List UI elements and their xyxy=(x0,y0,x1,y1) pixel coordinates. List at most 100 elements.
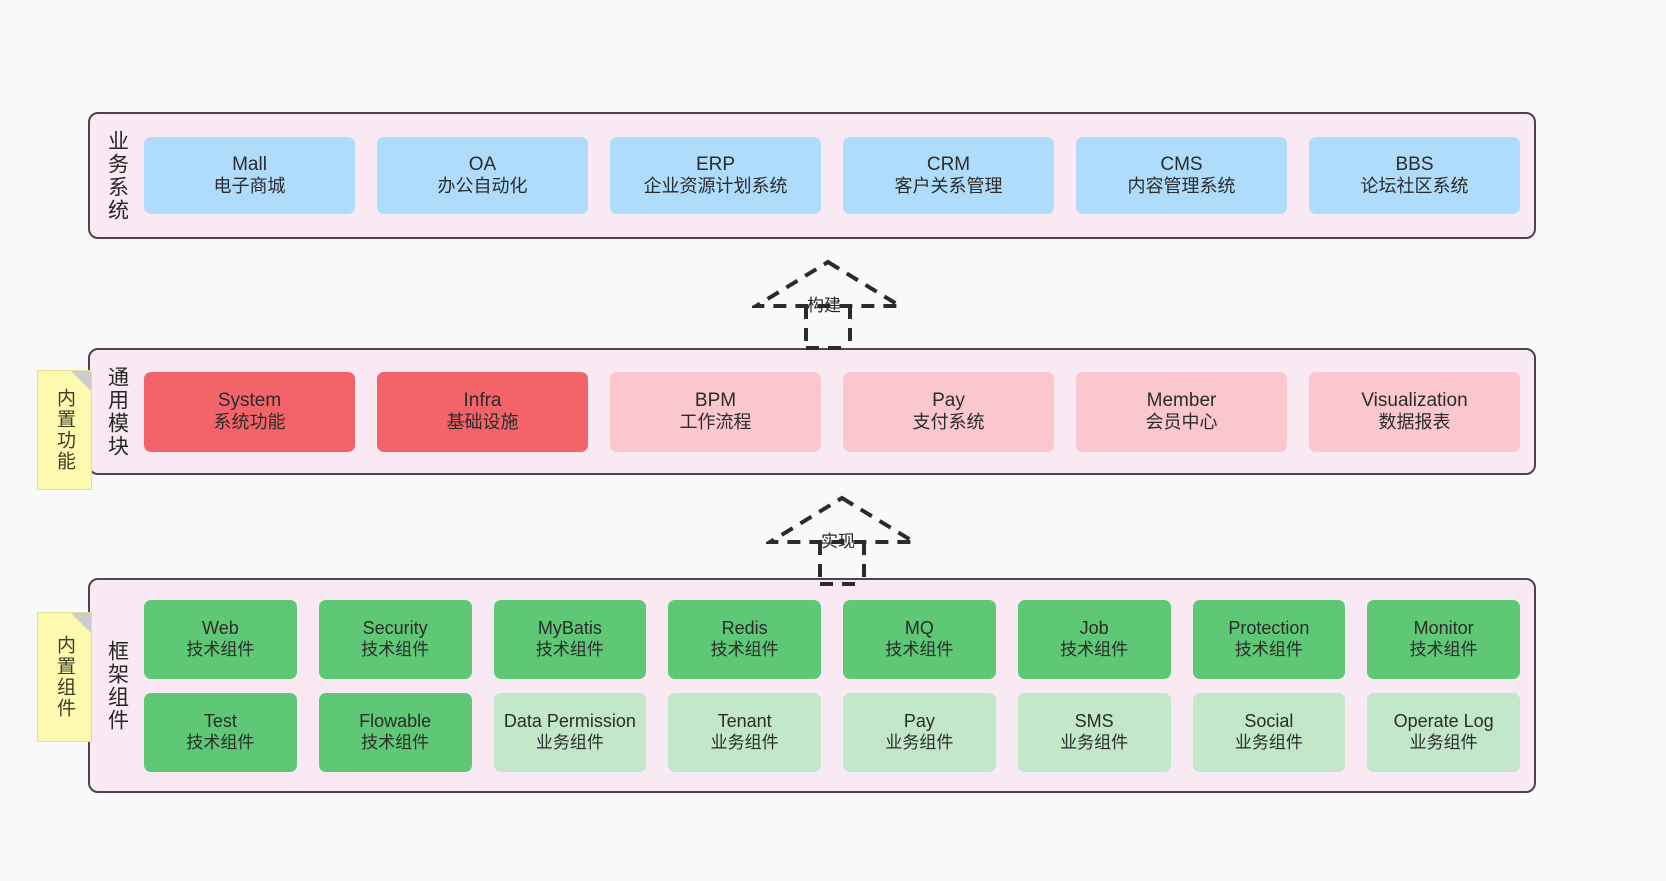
card-mybatis[interactable]: MyBatis 技术组件 xyxy=(493,599,647,679)
layer-body-business-system: Mall 电子商城 OA 办公自动化 ERP 企业资源计划系统 CRM 客户关系… xyxy=(138,114,1534,237)
layer-body-common-module: System 系统功能 Infra 基础设施 BPM 工作流程 Pay 支付系统… xyxy=(138,350,1534,473)
card-pay-business[interactable]: Pay 业务组件 xyxy=(843,692,996,772)
card-protection[interactable]: Protection 技术组件 xyxy=(1192,599,1346,679)
card-subtitle: 支付系统 xyxy=(912,412,985,433)
card-bpm[interactable]: BPM 工作流程 xyxy=(610,371,821,452)
card-subtitle: 内容管理系统 xyxy=(1127,176,1236,197)
card-title: Protection xyxy=(1228,618,1310,639)
card-crm[interactable]: CRM 客户关系管理 xyxy=(843,137,1054,214)
card-subtitle: 办公自动化 xyxy=(437,176,528,197)
card-title: Tenant xyxy=(717,711,772,732)
layer-title-framework-component: 框架组件 xyxy=(105,639,129,732)
card-row: Web 技术组件 Security 技术组件 MyBatis 技术组件 Redi… xyxy=(144,599,1520,679)
connector-stem-icon xyxy=(818,542,866,586)
card-subtitle: 业务组件 xyxy=(1060,732,1129,752)
card-subtitle: 业务组件 xyxy=(710,732,779,752)
card-redis[interactable]: Redis 技术组件 xyxy=(668,599,821,679)
card-subtitle: 技术组件 xyxy=(710,639,779,659)
card-title: CMS xyxy=(1160,153,1203,175)
card-subtitle: 技术组件 xyxy=(1234,639,1303,659)
layer-business-system: 业务系统 Mall 电子商城 OA 办公自动化 ERP 企业资源计划系统 CRM… xyxy=(88,112,1536,239)
card-visualization[interactable]: Visualization 数据报表 xyxy=(1309,371,1520,452)
card-subtitle: 技术组件 xyxy=(1409,639,1478,659)
note-builtin-feature: 内置功能 xyxy=(37,370,92,490)
card-bbs[interactable]: BBS 论坛社区系统 xyxy=(1309,137,1520,214)
card-title: Pay xyxy=(903,711,935,732)
card-social[interactable]: Social 业务组件 xyxy=(1192,692,1346,772)
layer-title-business-system: 业务系统 xyxy=(105,129,129,222)
connector-stem-icon xyxy=(804,306,852,350)
card-title: SMS xyxy=(1074,711,1114,732)
card-title: Data Permission xyxy=(503,711,636,732)
card-title: Test xyxy=(203,711,237,732)
card-operate-log[interactable]: Operate Log 业务组件 xyxy=(1367,692,1520,772)
card-subtitle: 数据报表 xyxy=(1378,412,1451,433)
card-sms[interactable]: SMS 业务组件 xyxy=(1017,692,1171,772)
card-title: Member xyxy=(1146,389,1217,411)
card-system[interactable]: System 系统功能 xyxy=(144,371,355,452)
card-title: BPM xyxy=(694,389,737,411)
card-erp[interactable]: ERP 企业资源计划系统 xyxy=(610,137,821,214)
card-infra[interactable]: Infra 基础设施 xyxy=(377,371,588,452)
card-subtitle: 基础设施 xyxy=(446,412,519,433)
card-subtitle: 技术组件 xyxy=(1060,639,1129,659)
card-pay[interactable]: Pay 支付系统 xyxy=(843,371,1054,452)
card-data-permission[interactable]: Data Permission 业务组件 xyxy=(493,692,647,772)
card-subtitle: 技术组件 xyxy=(361,639,430,659)
note-fold-icon xyxy=(71,613,91,633)
card-title: Social xyxy=(1244,711,1294,732)
card-subtitle: 业务组件 xyxy=(535,732,604,752)
card-subtitle: 技术组件 xyxy=(186,639,255,659)
card-job[interactable]: Job 技术组件 xyxy=(1017,599,1171,679)
card-oa[interactable]: OA 办公自动化 xyxy=(377,137,588,214)
card-mall[interactable]: Mall 电子商城 xyxy=(144,137,355,214)
layer-body-framework-component: Web 技术组件 Security 技术组件 MyBatis 技术组件 Redi… xyxy=(138,580,1534,791)
card-subtitle: 技术组件 xyxy=(186,732,255,752)
note-label: 内置组件 xyxy=(54,635,75,719)
card-title: CRM xyxy=(926,153,971,175)
card-subtitle: 技术组件 xyxy=(535,639,604,659)
card-title: Pay xyxy=(932,389,965,411)
card-subtitle: 论坛社区系统 xyxy=(1360,176,1469,197)
card-test[interactable]: Test 技术组件 xyxy=(144,692,297,772)
card-title: ERP xyxy=(695,153,736,175)
card-title: Redis xyxy=(721,618,768,639)
card-subtitle: 业务组件 xyxy=(885,732,954,752)
layer-common-module: 通用模块 System 系统功能 Infra 基础设施 BPM 工作流程 Pay… xyxy=(88,348,1536,475)
card-monitor[interactable]: Monitor 技术组件 xyxy=(1367,599,1520,679)
card-row: System 系统功能 Infra 基础设施 BPM 工作流程 Pay 支付系统… xyxy=(144,371,1520,452)
card-cms[interactable]: CMS 内容管理系统 xyxy=(1076,137,1287,214)
card-subtitle: 客户关系管理 xyxy=(894,176,1003,197)
card-title: Job xyxy=(1079,618,1109,639)
card-flowable[interactable]: Flowable 技术组件 xyxy=(318,692,472,772)
card-web[interactable]: Web 技术组件 xyxy=(144,599,297,679)
card-mq[interactable]: MQ 技术组件 xyxy=(843,599,996,679)
card-subtitle: 会员中心 xyxy=(1145,412,1218,433)
card-subtitle: 业务组件 xyxy=(1234,732,1303,752)
card-subtitle: 工作流程 xyxy=(679,412,752,433)
generalization-arrowhead-icon xyxy=(752,259,904,308)
card-tenant[interactable]: Tenant 业务组件 xyxy=(668,692,821,772)
card-title: System xyxy=(217,389,282,411)
card-title: BBS xyxy=(1395,153,1434,175)
card-title: MQ xyxy=(904,618,934,639)
note-builtin-component: 内置组件 xyxy=(37,612,92,742)
connector-build-arrow xyxy=(752,259,904,350)
connector-label-implement: 实现 xyxy=(821,532,855,551)
layer-framework-component: 框架组件 Web 技术组件 Security 技术组件 MyBatis 技术组件… xyxy=(88,578,1536,793)
note-fold-icon xyxy=(71,371,91,391)
card-member[interactable]: Member 会员中心 xyxy=(1076,371,1287,452)
card-subtitle: 电子商城 xyxy=(213,176,286,197)
generalization-arrowhead-icon xyxy=(766,495,918,544)
card-row: Test 技术组件 Flowable 技术组件 Data Permission … xyxy=(144,692,1520,772)
card-title: Mall xyxy=(232,153,267,175)
card-title: Infra xyxy=(463,389,502,411)
card-title: Operate Log xyxy=(1393,711,1494,732)
card-title: Monitor xyxy=(1413,618,1474,639)
card-security[interactable]: Security 技术组件 xyxy=(318,599,472,679)
card-title: Flowable xyxy=(359,711,432,732)
card-subtitle: 业务组件 xyxy=(1409,732,1478,752)
note-label: 内置功能 xyxy=(54,388,75,472)
card-row: Mall 电子商城 OA 办公自动化 ERP 企业资源计划系统 CRM 客户关系… xyxy=(144,137,1520,214)
